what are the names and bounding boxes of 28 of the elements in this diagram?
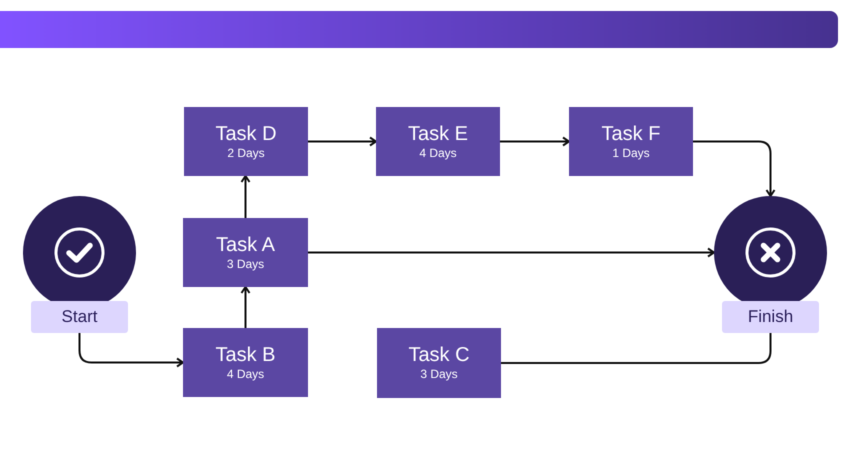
arrow <box>240 175 250 218</box>
task-title: Task B <box>215 344 276 366</box>
duration-text: 2 Days <box>227 146 265 160</box>
arrow <box>308 248 715 258</box>
task-title: Task C <box>408 344 470 367</box>
arrow <box>240 286 250 328</box>
duration-text: 3 Days <box>226 256 264 272</box>
terminal-label: Finish <box>722 301 819 333</box>
arrow <box>693 140 776 197</box>
task-title: Task D <box>215 122 277 146</box>
connector-line <box>501 333 772 364</box>
duration-text: 4 Days <box>226 366 264 382</box>
task-box <box>184 107 308 176</box>
arrow <box>500 136 570 146</box>
arrow <box>308 136 377 146</box>
task-box <box>183 328 308 397</box>
task-box <box>569 107 693 176</box>
duration-text: 3 Days <box>420 367 458 382</box>
task-title: Task A <box>216 234 275 256</box>
task-box <box>376 107 500 176</box>
terminal-label: Start <box>31 301 128 333</box>
duration-text: 1 Days <box>612 146 650 160</box>
duration-text: 4 Days <box>419 146 457 160</box>
task-title: Task E <box>408 122 468 146</box>
arrow <box>78 333 184 368</box>
task-box <box>183 218 308 287</box>
task-title: Task F <box>602 122 660 146</box>
task-box <box>377 328 501 398</box>
